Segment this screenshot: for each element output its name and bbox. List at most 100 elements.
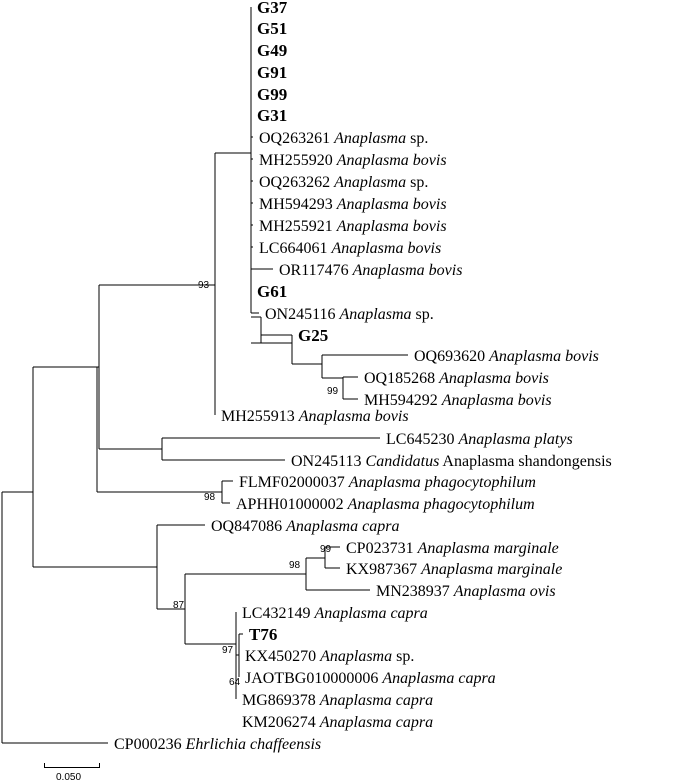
bootstrap-value: 98 [289, 560, 301, 571]
tip-accession: G91 [257, 63, 287, 82]
tip-species: Anaplasma phagocytophilum [348, 474, 536, 491]
tip-species: Anaplasma bovis [488, 348, 599, 365]
tip-label: G37 [257, 0, 288, 17]
tip-label: JAOTBG010000006 Anaplasma capra [245, 670, 496, 687]
tip-species: Anaplasma platys [457, 431, 572, 448]
tip-label: OQ263262 Anaplasma sp. [259, 174, 428, 191]
tip-species: Anaplasma [319, 648, 392, 665]
tip-label: OQ263261 Anaplasma sp. [259, 130, 428, 147]
bootstrap-value: 64 [229, 677, 241, 688]
tip-accession: KX987367 [346, 561, 421, 578]
tip-species: Anaplasma bovis [330, 240, 441, 257]
tip-species: Anaplasma capra [319, 692, 433, 709]
tip-suffix: sp. [412, 306, 434, 323]
tip-accession: APHH01000002 [236, 496, 348, 513]
tip-accession: G99 [257, 85, 287, 104]
tip-accession: G31 [257, 106, 287, 125]
tree-branches [1, 7, 408, 744]
tip-accession: G37 [257, 0, 288, 17]
bootstrap-values: 93 99 98 99 98 87 97 64 [173, 280, 339, 688]
tip-accession: G51 [257, 19, 287, 38]
tip-accession: ON245116 [265, 306, 340, 323]
tip-accession: OQ847086 [211, 518, 286, 535]
tip-label: OQ847086 Anaplasma capra [211, 518, 399, 535]
tip-suffix: sp. [406, 174, 428, 191]
tip-label: MH594292 Anaplasma bovis [364, 392, 552, 409]
tip-label: MN238937 Anaplasma ovis [376, 583, 556, 600]
tip-label: G99 [257, 85, 287, 104]
tip-species: Anaplasma marginale [417, 540, 559, 557]
tip-accession: FLMF02000037 [239, 474, 349, 491]
tip-accession: MH255913 [221, 408, 299, 425]
tip-label: G49 [257, 41, 287, 60]
tip-accession: G61 [257, 282, 287, 301]
bootstrap-value: 99 [327, 386, 339, 397]
tip-label: G61 [257, 282, 287, 301]
tip-accession: JAOTBG010000006 [245, 670, 382, 687]
tip-label: G91 [257, 63, 287, 82]
tip-label: OQ185268 Anaplasma bovis [364, 370, 549, 387]
tip-species: Anaplasma capra [381, 670, 495, 687]
tip-label: MH255920 Anaplasma bovis [259, 152, 447, 169]
bootstrap-value: 98 [204, 492, 216, 503]
tip-accession: LC664061 [259, 240, 331, 257]
tip-accession: MH594292 [364, 392, 442, 409]
tip-accession: G49 [257, 41, 287, 60]
tip-suffix: Anaplasma shandongensis [439, 453, 611, 470]
tip-accession: OQ693620 [414, 348, 489, 365]
tip-accession: KX450270 [245, 648, 320, 665]
scale-bar-label: 0.050 [56, 772, 81, 783]
tip-accession: MG869378 [242, 692, 320, 709]
tip-species: Anaplasma [333, 130, 406, 147]
tip-species: Anaplasma bovis [336, 196, 447, 213]
tip-species: Anaplasma phagocytophilum [347, 496, 535, 513]
tip-label: OR117476 Anaplasma bovis [279, 262, 462, 279]
tip-label: CP000236 Ehrlichia chaffeensis [114, 736, 321, 753]
bootstrap-value: 97 [222, 645, 234, 656]
tip-label: T76 [249, 625, 277, 644]
tip-accession: MH255920 [259, 152, 337, 169]
tip-accession: OQ185268 [364, 370, 439, 387]
bootstrap-value: 93 [198, 280, 210, 291]
tip-label: MH594293 Anaplasma bovis [259, 196, 447, 213]
bootstrap-value: 87 [173, 600, 185, 611]
bootstrap-value: 99 [320, 544, 332, 555]
tip-label: LC664061 Anaplasma bovis [259, 240, 441, 257]
tip-accession: LC432149 [242, 605, 314, 622]
tip-species: Anaplasma bovis [441, 392, 552, 409]
tip-accession: G25 [298, 326, 328, 345]
tip-suffix: sp. [392, 648, 414, 665]
tip-label: ON245113 Candidatus Anaplasma shandongen… [291, 453, 612, 470]
tip-label: LC645230 Anaplasma platys [386, 431, 573, 448]
tip-accession: LC645230 [386, 431, 458, 448]
tip-accession: MH255921 [259, 218, 337, 235]
tip-species: Anaplasma bovis [352, 262, 463, 279]
tip-species: Anaplasma bovis [336, 218, 447, 235]
tip-species: Anaplasma ovis [453, 583, 556, 600]
tip-accession: ON245113 [291, 453, 366, 470]
tip-accession: OR117476 [279, 262, 353, 279]
tip-species: Ehrlichia chaffeensis [185, 736, 322, 753]
tip-label: G25 [298, 326, 328, 345]
tip-accession: CP023731 [346, 540, 418, 557]
tip-label: CP023731 Anaplasma marginale [346, 540, 559, 557]
tip-label: G51 [257, 19, 287, 38]
tip-species: Anaplasma bovis [438, 370, 549, 387]
tip-accession: MN238937 [376, 583, 454, 600]
tip-species: Anaplasma capra [313, 605, 427, 622]
tip-label: FLMF02000037 Anaplasma phagocytophilum [239, 474, 536, 491]
scale-bar: 0.050 [44, 763, 100, 783]
tip-species: Anaplasma [339, 306, 412, 323]
tip-species: Candidatus [366, 453, 440, 470]
tip-accession: OQ263261 [259, 130, 334, 147]
tip-label: ON245116 Anaplasma sp. [265, 306, 434, 323]
tip-label: KX987367 Anaplasma marginale [346, 561, 562, 578]
tip-label: MH255913 Anaplasma bovis [221, 408, 409, 425]
tip-label: MH255921 Anaplasma bovis [259, 218, 447, 235]
tip-label: G31 [257, 106, 287, 125]
tip-label: LC432149 Anaplasma capra [242, 605, 428, 622]
tip-accession: MH594293 [259, 196, 337, 213]
tip-label: KX450270 Anaplasma sp. [245, 648, 414, 665]
